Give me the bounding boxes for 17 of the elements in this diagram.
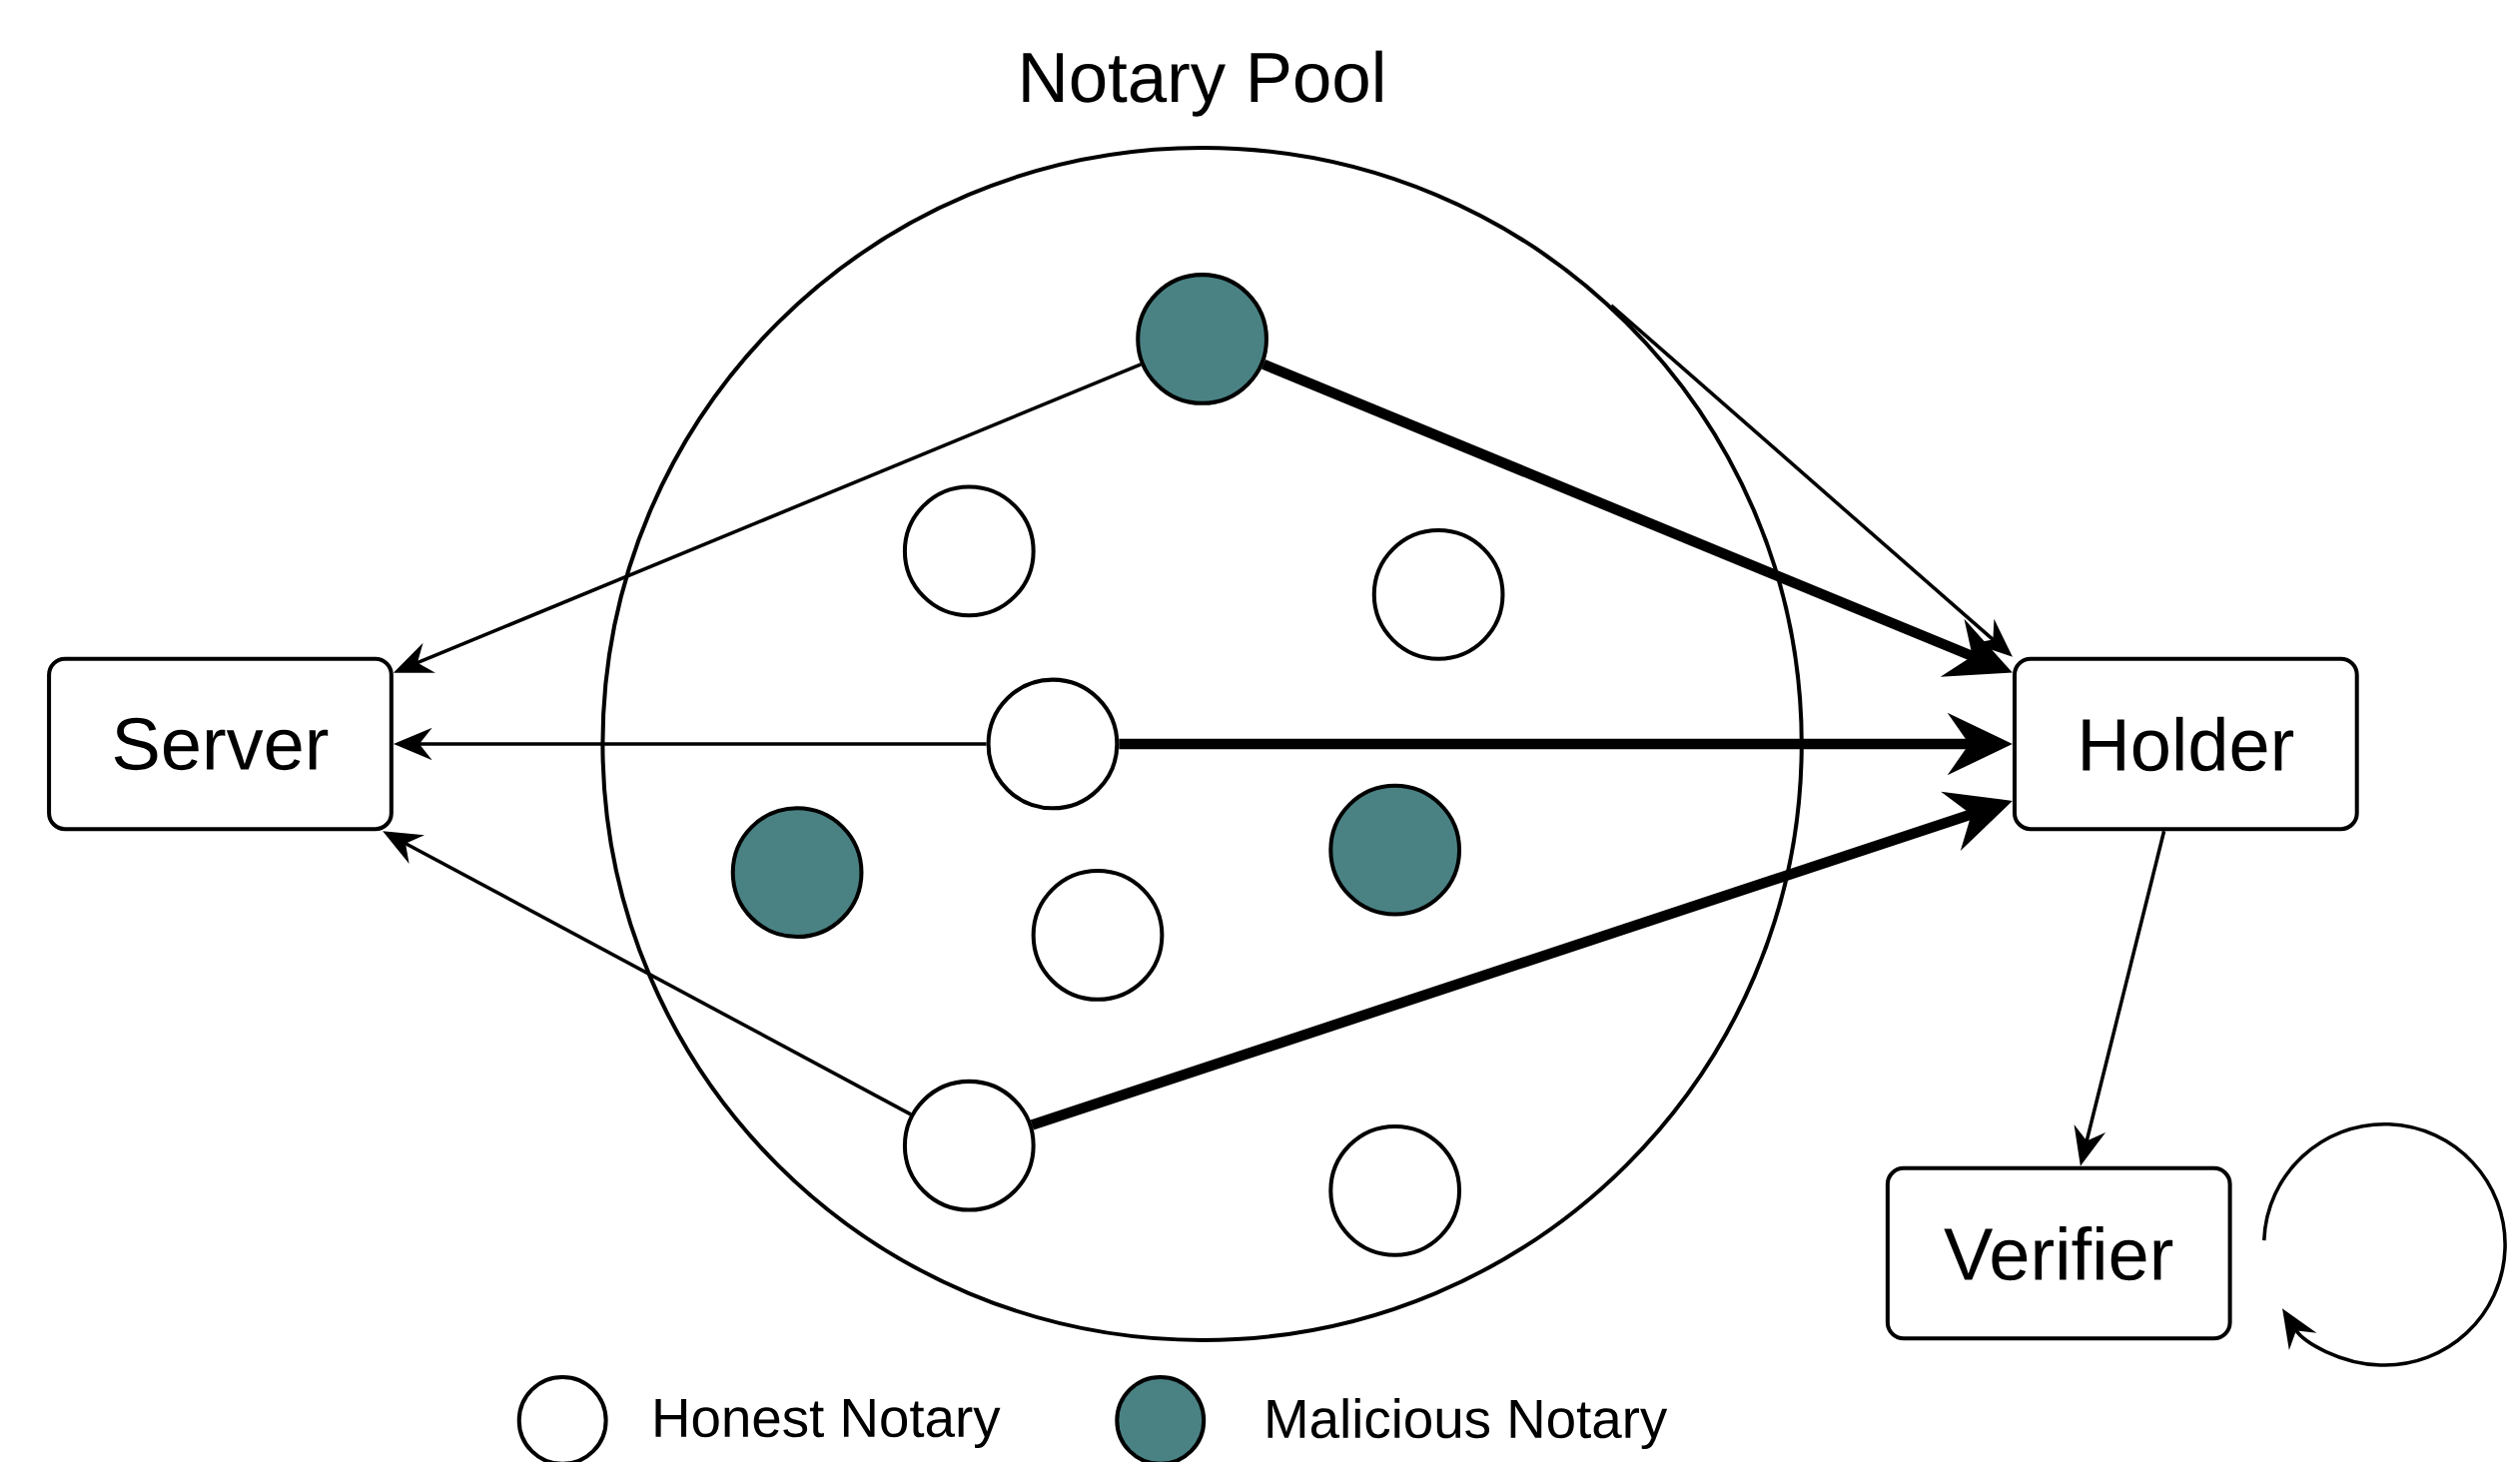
notary-circle (986, 677, 1120, 811)
entity-box: Verifier (1885, 1165, 2232, 1341)
notary-circle (1328, 1123, 1462, 1257)
legend-label: Honest Notary (655, 1399, 1001, 1448)
pool-title: Notary Pool (1023, 50, 1382, 117)
legend-label: Malicious Notary (1267, 1398, 1668, 1449)
notary-circle (1031, 869, 1165, 1002)
notary-circle (1371, 527, 1505, 661)
pool-ellipse (600, 145, 1804, 1342)
notary-circle (1328, 783, 1462, 917)
notary-circle (902, 484, 1036, 618)
notary-circle (902, 1079, 1036, 1212)
notary-circle (730, 806, 864, 939)
notary-circle (1136, 273, 1268, 405)
entity-box: Holder (2012, 656, 2359, 832)
loop-arrow (2262, 1121, 2507, 1367)
entity-box: Server (47, 656, 394, 832)
